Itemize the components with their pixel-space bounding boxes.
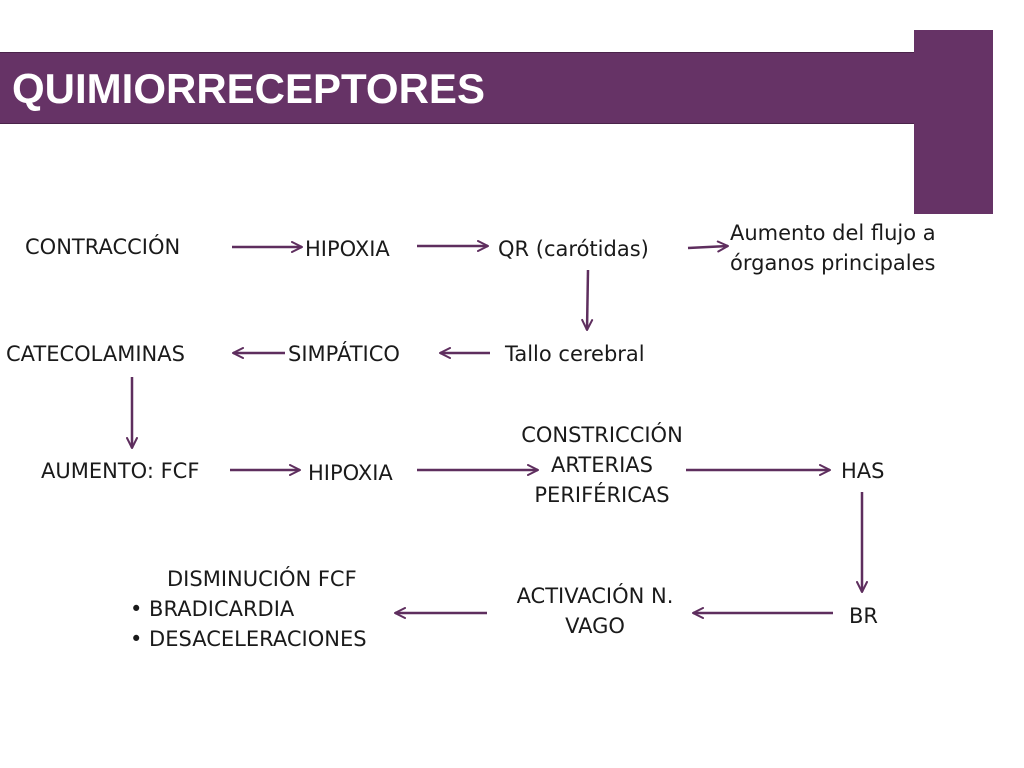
node-aumento-flujo-line-1: Aumento del flujo a — [730, 221, 936, 245]
slide-title: QUIMIORRECEPTORES — [12, 65, 485, 112]
node-activacion-vago: ACTIVACIÓN N. VAGO — [494, 581, 696, 641]
node-hipoxia-2: HIPOXIA — [308, 461, 393, 485]
node-has: HAS — [841, 459, 885, 483]
node-catecolaminas: CATECOLAMINAS — [6, 342, 185, 366]
node-aumento-flujo-line-2: órganos principales — [730, 251, 936, 275]
node-aumento-flujo: Aumento del flujo a órganos principales — [730, 218, 936, 278]
node-aumento-fcf: AUMENTO: FCF — [41, 459, 200, 483]
accent-block — [914, 30, 993, 214]
node-hipoxia-1: HIPOXIA — [305, 237, 390, 261]
node-disminucion-fcf: DISMINUCIÓN FCF • BRADICARDIA • DESACELE… — [130, 564, 367, 654]
title-bar: QUIMIORRECEPTORES — [0, 52, 914, 124]
node-simpatico: SIMPÁTICO — [288, 342, 400, 366]
arrow-qr-to-aumento-flujo — [687, 240, 729, 253]
node-disminucion-title: DISMINUCIÓN FCF — [167, 567, 357, 591]
node-qr-carotidas: QR (carótidas) — [498, 237, 649, 261]
node-disminucion-item-2: • DESACELERACIONES — [130, 627, 367, 651]
node-activacion-line-1: ACTIVACIÓN N. — [516, 584, 674, 608]
node-contraccion: CONTRACCIÓN — [25, 235, 181, 259]
node-tallo-cerebral: Tallo cerebral — [505, 342, 645, 366]
node-activacion-line-2: VAGO — [565, 614, 625, 638]
node-constriccion-line-3: PERIFÉRICAS — [534, 483, 670, 507]
node-constriccion-line-1: CONSTRICCIÓN — [521, 423, 683, 447]
node-constriccion: CONSTRICCIÓN ARTERIAS PERIFÉRICAS — [500, 420, 704, 510]
arrow-qr-to-tallo — [581, 269, 594, 331]
node-constriccion-line-2: ARTERIAS — [550, 453, 653, 477]
node-br: BR — [849, 604, 878, 628]
node-disminucion-item-1: • BRADICARDIA — [130, 597, 295, 621]
